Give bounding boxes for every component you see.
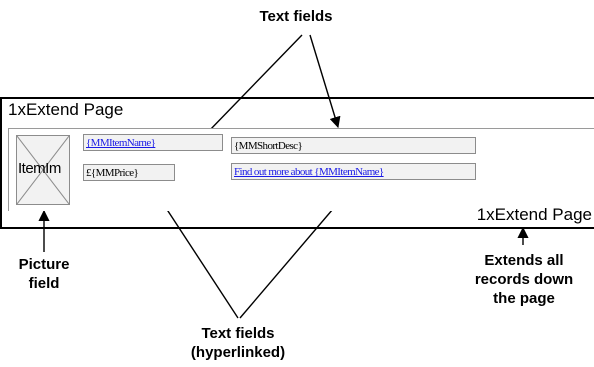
picture-placeholder-icon	[17, 136, 69, 204]
callout-hyperlinked-line-1: Text fields	[201, 325, 275, 342]
callout-text-fields: Text fields	[259, 8, 333, 25]
find-out-more-link-field[interactable]: Find out more about {MMItemName}	[231, 163, 476, 180]
callout-extends-line-3: the page	[493, 290, 555, 307]
item-name-link-field[interactable]: {MMItemName}	[83, 134, 223, 151]
callout-extends-line-2: records down	[474, 271, 574, 288]
short-desc-field[interactable]: {MMShortDesc}	[231, 137, 476, 154]
callout-extends-line-1: Extends all	[484, 252, 564, 269]
price-field[interactable]: £{MMPrice}	[83, 164, 175, 181]
callout-picture-field-line-1: Picture	[18, 256, 70, 273]
region-bottom-label: 1xExtend Page	[476, 205, 592, 224]
callout-picture-field: Picture field	[0, 255, 88, 293]
callout-picture-field-line-2: field	[28, 275, 60, 292]
picture-field-label: ItemIm	[18, 160, 61, 177]
callout-hyperlinked-line-2: (hyperlinked)	[190, 344, 286, 361]
arrow-to-short-desc-field	[309, 34, 341, 129]
picture-field[interactable]	[16, 135, 70, 205]
callout-text-fields-hyperlinked: Text fields (hyperlinked)	[168, 324, 308, 362]
callout-extends: Extends all records down the page	[462, 251, 586, 308]
region-title: 1xExtend Page	[8, 100, 124, 119]
repeat-region	[0, 97, 594, 229]
